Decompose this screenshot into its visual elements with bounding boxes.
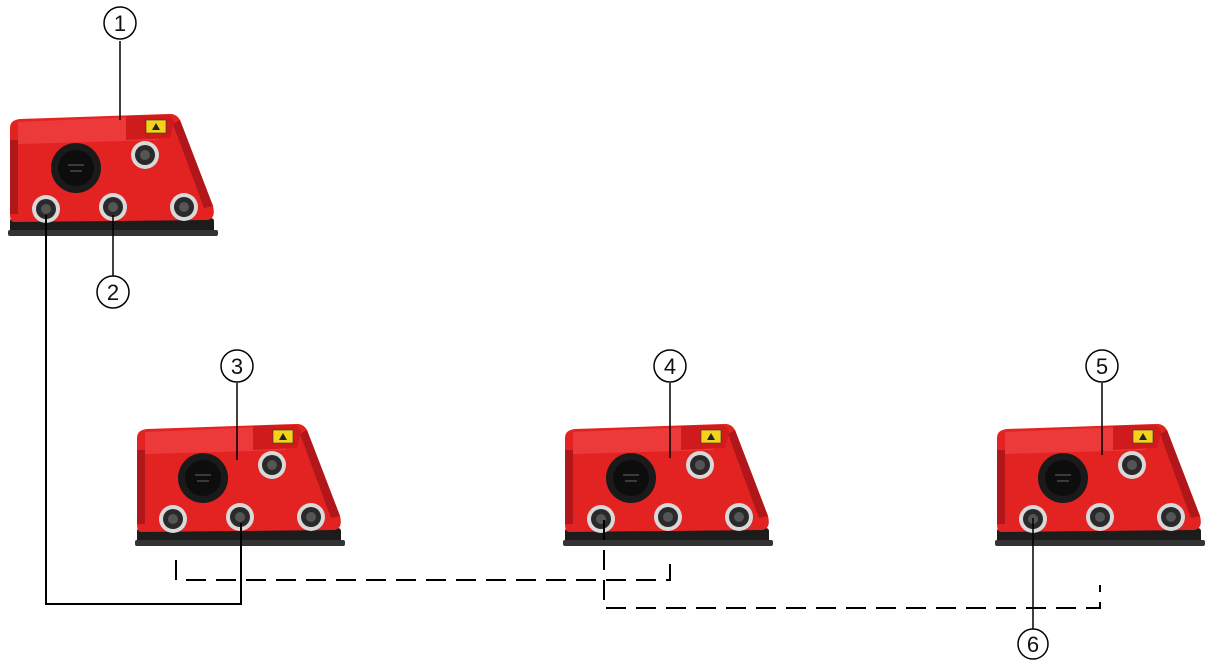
callout-4: 4 [653, 349, 687, 383]
callout-1: 1 [103, 6, 137, 40]
solid-cable [45, 215, 242, 605]
callout-5-label: 5 [1096, 354, 1108, 379]
dashed-cable-3-to-4 [175, 560, 671, 581]
callout-1-label: 1 [114, 11, 126, 36]
dashed-cable-4-to-5 [603, 520, 1101, 609]
device-5 [994, 422, 1205, 547]
callout-2-label: 2 [107, 280, 119, 305]
callout-6-label: 6 [1027, 632, 1039, 657]
callout-3-label: 3 [231, 354, 243, 379]
callout-2: 2 [96, 275, 130, 309]
callout-6: 6 [1017, 628, 1049, 660]
callout-4-label: 4 [664, 354, 676, 379]
device-4 [562, 422, 774, 547]
callout-5: 5 [1085, 349, 1119, 383]
callout-3: 3 [220, 349, 254, 383]
